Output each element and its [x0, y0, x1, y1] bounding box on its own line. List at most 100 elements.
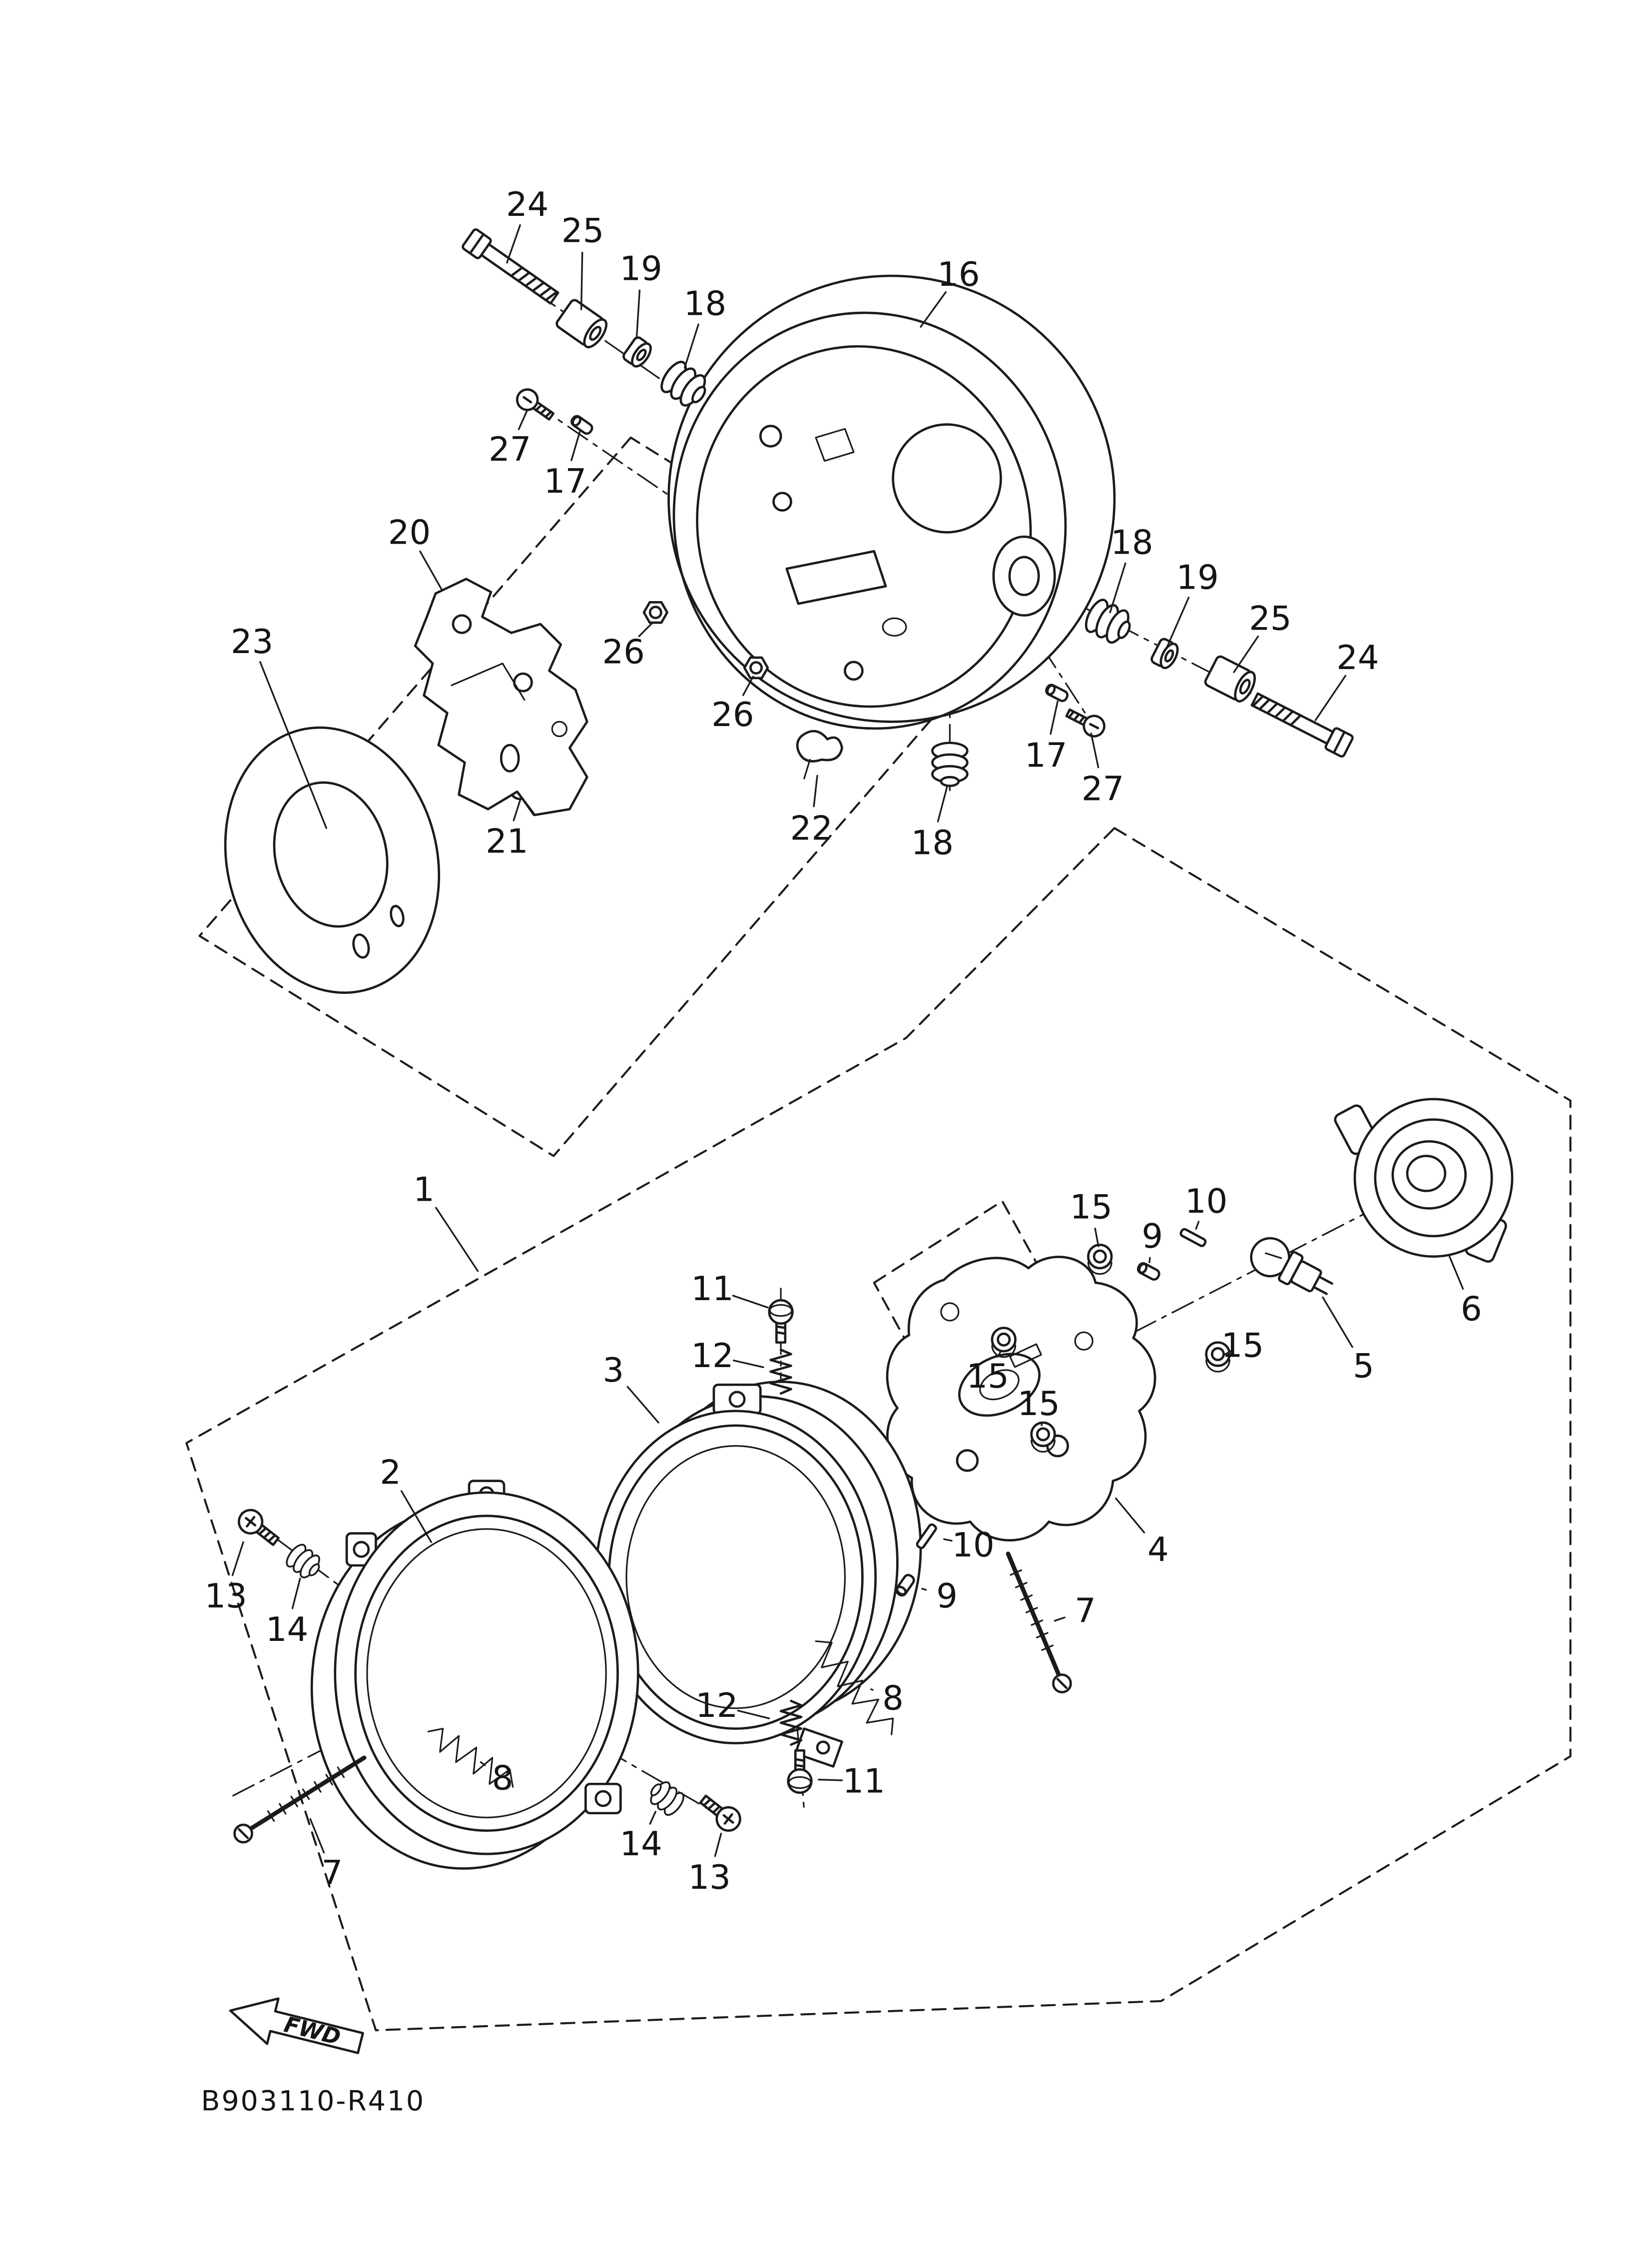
- callout-leader-20-7: [419, 550, 443, 590]
- mount-plate-23: [224, 726, 441, 994]
- callout-leader-1-20: [435, 1207, 479, 1272]
- callout-leader-15-24: [1094, 1227, 1100, 1247]
- callout-leader-4-33: [1115, 1498, 1145, 1533]
- part-callout-26: 26: [602, 632, 644, 671]
- part-callout-5: 5: [1353, 1346, 1374, 1385]
- part-callout-6: 6: [1461, 1290, 1482, 1329]
- part-callout-10: 10: [952, 1525, 994, 1564]
- fwd-label: FWD: [282, 2012, 343, 2050]
- callout-leader-15-27: [1222, 1350, 1232, 1356]
- spring-8-lower: [427, 1727, 514, 1788]
- nut-26-b: [744, 658, 768, 678]
- pin-17-right: [1045, 684, 1069, 703]
- part-callout-23: 23: [231, 622, 273, 661]
- back-cover-4: [886, 1256, 1156, 1541]
- part-callout-18: 18: [1110, 523, 1153, 562]
- part-callout-24: 24: [506, 185, 549, 224]
- part-callout-3: 3: [602, 1351, 624, 1390]
- damper-18-right: [1082, 597, 1135, 647]
- part-callout-10: 10: [1185, 1182, 1227, 1221]
- adjust-screw-7-upper: [1006, 1551, 1072, 1693]
- callout-leader-14-38: [291, 1577, 301, 1609]
- washer-19-left: [622, 336, 654, 369]
- part-callout-2: 2: [380, 1453, 401, 1492]
- part-callout-13: 13: [688, 1858, 731, 1897]
- washer-19-right: [1150, 638, 1181, 671]
- bolt-24-left: [462, 228, 561, 308]
- part-callout-21: 21: [486, 822, 528, 861]
- callout-leader-11-21: [732, 1295, 769, 1309]
- screw-27-left: [513, 385, 557, 425]
- bushing-15-a: [1088, 1245, 1111, 1274]
- part-callout-15: 15: [967, 1357, 1009, 1396]
- grommet-18-bottom: [932, 743, 967, 786]
- part-callout-26: 26: [711, 695, 754, 734]
- pin-9-upper: [1136, 1262, 1160, 1281]
- bolt-24-right: [1249, 689, 1353, 757]
- bracket-20: [414, 578, 588, 816]
- callout-leader-25-13: [1233, 635, 1259, 673]
- part-callout-18: 18: [911, 823, 954, 862]
- part-callout-12: 12: [691, 1336, 733, 1375]
- callout-leader-23-9: [259, 661, 327, 829]
- part-callout-22: 22: [790, 808, 833, 847]
- clip-22: [796, 730, 843, 779]
- part-callout-4: 4: [1147, 1530, 1169, 1569]
- part-callout-19: 19: [1176, 558, 1218, 597]
- callout-leader-18-11: [1109, 562, 1126, 614]
- part-callout-14: 14: [619, 1824, 662, 1863]
- adjust-screw-7-lower: [233, 1755, 367, 1844]
- screw-11-upper: [769, 1300, 793, 1343]
- part-callout-17: 17: [1025, 736, 1067, 774]
- callout-leader-7-43: [309, 1818, 325, 1854]
- callout-leader-19-2: [635, 289, 641, 340]
- callout-leader-6-30: [1448, 1255, 1464, 1290]
- callout-leader-3-23: [626, 1386, 659, 1424]
- part-callout-25: 25: [1249, 599, 1291, 638]
- part-callout-13: 13: [204, 1576, 247, 1615]
- part-callout-14: 14: [266, 1610, 308, 1649]
- screw-13-lower: [696, 1790, 745, 1835]
- callout-leader-17-15: [1050, 700, 1059, 735]
- part-callout-17: 17: [544, 462, 586, 501]
- part-callout-16: 16: [937, 255, 980, 294]
- callout-leader-17-6: [570, 431, 581, 461]
- callout-leader-14-44: [649, 1811, 656, 1825]
- diagram-code: B903110-R410: [201, 2086, 425, 2118]
- socket-cover-6: [1334, 1098, 1514, 1263]
- housing-16: [667, 274, 1116, 730]
- callout-leader-7-36: [1054, 1616, 1066, 1622]
- callout-leader-25-1: [580, 251, 583, 310]
- callout-leader-21-17: [513, 799, 521, 821]
- pin-10-upper: [1180, 1228, 1206, 1247]
- callout-leader-5-31: [1322, 1296, 1353, 1348]
- callout-leader-12-40: [737, 1709, 770, 1719]
- part-callout-1: 1: [413, 1170, 435, 1209]
- nut-26-a: [644, 602, 667, 623]
- callout-leader-18-19: [937, 786, 948, 822]
- spring-8-upper: [815, 1640, 894, 1735]
- callout-leader-24-0: [506, 224, 521, 264]
- part-callout-25: 25: [561, 211, 604, 250]
- collar-25-left: [555, 298, 610, 350]
- part-callout-11: 11: [691, 1269, 733, 1308]
- part-callout-7: 7: [322, 1853, 343, 1892]
- callout-leader-15-28: [997, 1350, 1002, 1358]
- callout-leader-9-35: [921, 1587, 927, 1591]
- callout-leader-13-45: [714, 1832, 722, 1857]
- lower-assembly-boundary: [185, 827, 1572, 2032]
- callout-leader-8-39: [870, 1688, 874, 1691]
- part-callout-15: 15: [1018, 1384, 1060, 1423]
- callout-leader-19-12: [1166, 597, 1190, 649]
- callout-leader-26-10: [742, 676, 754, 696]
- part-callout-9: 9: [936, 1576, 958, 1615]
- callout-leader-9-25: [1148, 1257, 1151, 1264]
- part-callout-27: 27: [489, 430, 531, 469]
- screw-13-upper: [234, 1505, 283, 1551]
- part-callout-8: 8: [882, 1678, 904, 1717]
- part-callout-18: 18: [684, 284, 726, 323]
- callout-leader-22-18: [813, 774, 818, 807]
- callout-leader-10-26: [1195, 1221, 1200, 1230]
